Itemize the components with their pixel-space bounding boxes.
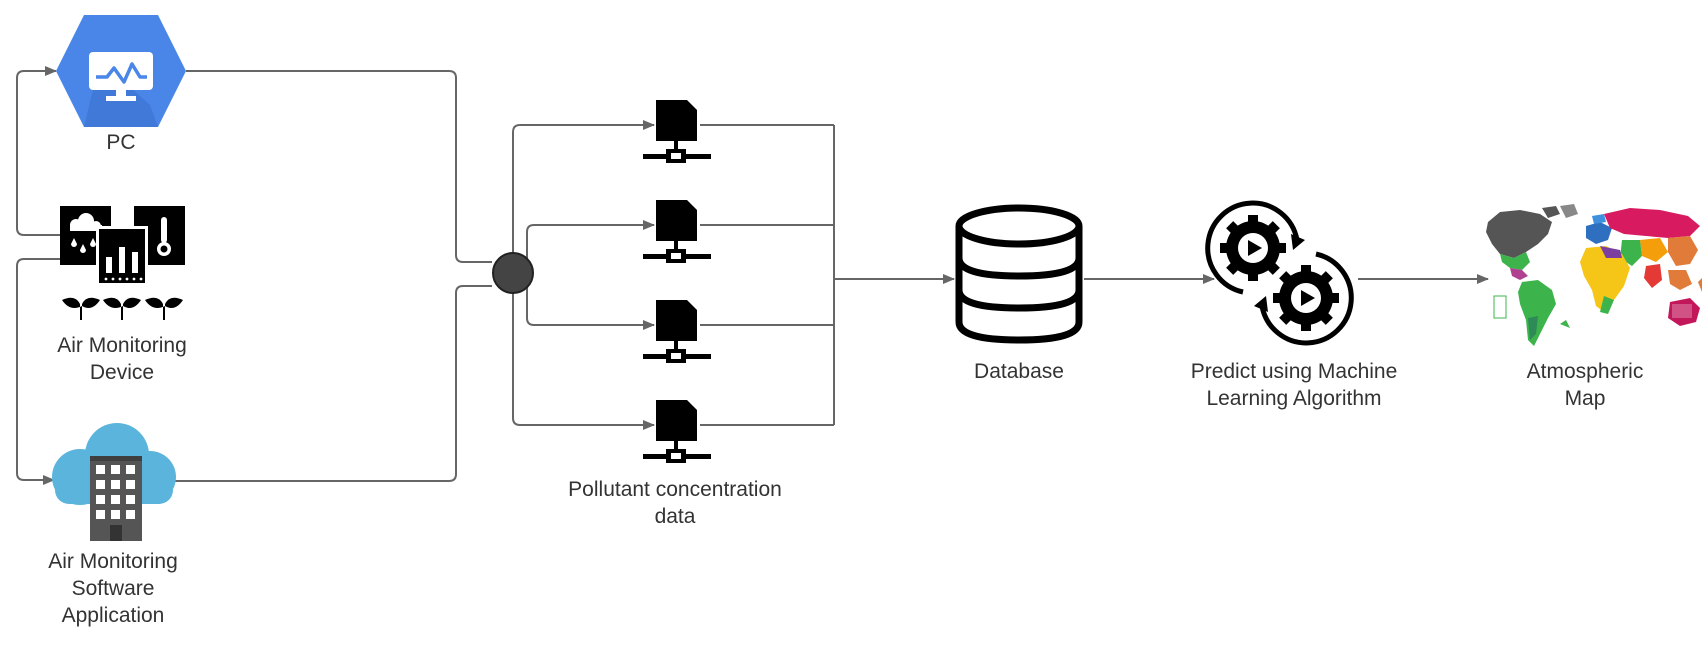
monitor-hexagon-icon[interactable] — [56, 15, 186, 127]
edge-junction-to-file-4 — [512, 273, 655, 430]
connectors — [16, 66, 1489, 485]
air-monitoring-device-label: Air Monitoring Device — [57, 334, 187, 384]
edge-junction-to-file-2 — [526, 220, 655, 273]
network-file-icon[interactable] — [643, 300, 711, 363]
network-file-icon[interactable] — [643, 400, 711, 463]
database-cylinder-icon[interactable] — [955, 204, 1083, 344]
network-file-icon[interactable] — [643, 200, 711, 263]
software-application-label: Air Monitoring Software Application — [48, 550, 178, 627]
edge-pc-to-junction — [186, 70, 492, 263]
edge-device-to-pc — [16, 66, 60, 236]
ml-predict-label: Predict using Machine Learning Algorithm — [1190, 360, 1398, 410]
edge-device-to-software — [16, 258, 60, 485]
gears-play-icon[interactable] — [1205, 200, 1354, 346]
pc-label: PC — [106, 131, 136, 154]
edge-software-to-junction — [172, 285, 492, 482]
network-file-icon[interactable] — [643, 100, 711, 163]
pollutant-data-label: Pollutant concentration data — [568, 478, 782, 528]
edge-junction-to-file-1 — [512, 120, 655, 273]
atmospheric-map-label: Atmospheric Map — [1526, 360, 1644, 410]
weather-sensors-plants-icon[interactable] — [60, 206, 185, 320]
merge-junction-icon — [492, 252, 534, 294]
colored-world-map-icon[interactable] — [1486, 204, 1702, 346]
cloud-building-icon[interactable] — [52, 423, 176, 541]
edge-junction-to-file-3 — [526, 273, 655, 330]
database-label: Database — [974, 360, 1064, 383]
